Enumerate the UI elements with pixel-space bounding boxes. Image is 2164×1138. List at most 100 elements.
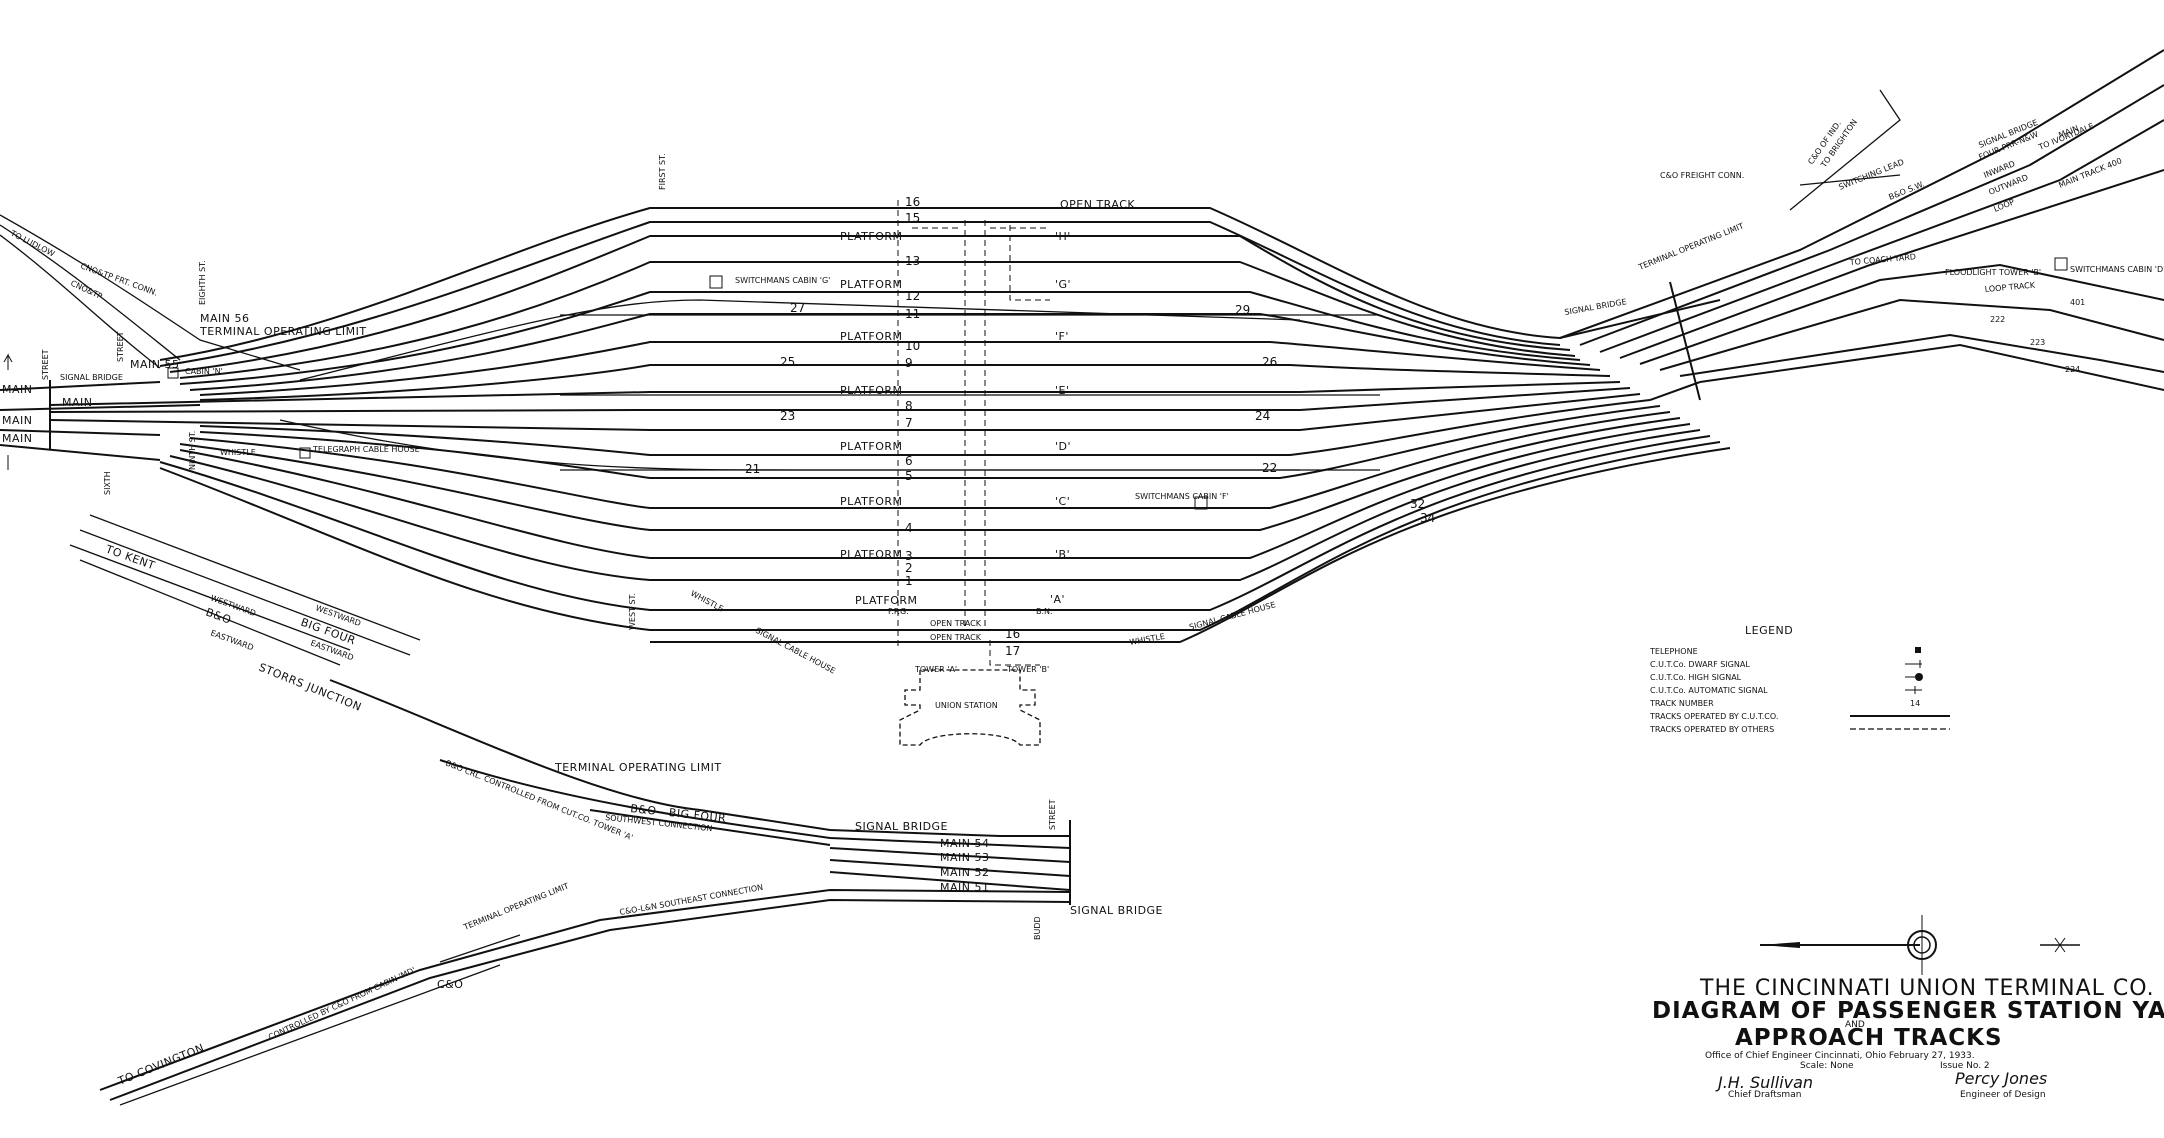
main-label: MAIN 53 — [940, 851, 989, 864]
southeast-labels: TERMINAL OPERATING LIMIT C&O-L&N SOUTHEA… — [115, 881, 763, 1088]
legend-item: C.U.T.Co. AUTOMATIC SIGNAL — [1650, 686, 1768, 695]
operating-limit-label: TERMINAL OPERATING LIMIT — [1636, 221, 1745, 272]
track-number: 22 — [1262, 461, 1277, 475]
company-name: THE CINCINNATI UNION TERMINAL CO. — [1699, 976, 2155, 1001]
platforms-and-concourse — [897, 200, 1050, 746]
legend-value: 14 — [1910, 699, 1920, 708]
cabin-icon — [1194, 496, 1208, 510]
main-label: MAIN 55 — [130, 358, 179, 371]
track-number: 32 — [1410, 497, 1425, 511]
platform-letter: 'E' — [1055, 384, 1070, 397]
track-number: 224 — [2065, 365, 2080, 374]
track-number: 16 — [905, 195, 920, 209]
platform-letter: 'A' — [1050, 593, 1065, 606]
track-number: 6 — [905, 454, 913, 468]
main-label: MAIN 51 — [940, 881, 989, 894]
track-number: 29 — [1235, 303, 1250, 317]
track-number: 222 — [1990, 315, 2005, 324]
track-number: 12 — [905, 289, 920, 303]
east-labels: SIGNAL BRIDGE TERMINAL OPERATING LIMIT C… — [1564, 118, 2164, 374]
track-number: 16 — [1005, 627, 1020, 641]
street-label: WEST ST. — [628, 593, 637, 630]
open-track-label: OPEN TRACK — [930, 633, 982, 642]
route-label: LOOP TRACK — [1984, 281, 2036, 294]
track-number: 15 — [905, 211, 920, 225]
route-label: C&O — [437, 978, 463, 991]
platform-letter: 'G' — [1055, 278, 1071, 291]
track-number: 11 — [905, 307, 920, 321]
cabin-label: CABIN 'N' — [185, 367, 223, 376]
signature-role: Chief Draftsman — [1728, 1090, 1801, 1100]
title-block: THE CINCINNATI UNION TERMINAL CO. DIAGRA… — [1652, 976, 2164, 1100]
title-and: AND — [1845, 1020, 1865, 1030]
platform-letter: 'F' — [1055, 330, 1069, 343]
open-track-label: OPEN TRACK — [930, 619, 982, 628]
legend-item: TRACK NUMBER — [1649, 699, 1714, 708]
track-number: 7 — [905, 416, 913, 430]
legend-item: TELEPHONE — [1649, 647, 1698, 656]
west-approach — [0, 214, 301, 461]
route-label: CNO&TP — [69, 279, 104, 302]
union-station-label: UNION STATION — [935, 701, 998, 710]
cable-house-label: SIGNAL CABLE HOUSE — [754, 626, 837, 676]
signal-icon — [1905, 660, 1922, 668]
cable-house-label: TELEGRAPH CABLE HOUSE — [312, 445, 420, 454]
platform-letter: 'D' — [1055, 440, 1071, 453]
signature: J.H. Sullivan — [1715, 1073, 1813, 1092]
track-number: 8 — [905, 399, 913, 413]
telephone-icon — [1915, 647, 1921, 653]
track-number: 27 — [790, 301, 805, 315]
track-number: 9 — [905, 356, 913, 370]
signature-role: Engineer of Design — [1960, 1090, 2046, 1100]
legend-item: TRACKS OPERATED BY OTHERS — [1649, 725, 1774, 734]
track-number: 13 — [905, 254, 920, 268]
open-track-label: OPEN TRACK — [1060, 198, 1135, 211]
platform-letter: 'H' — [1055, 230, 1071, 243]
cable-house-icon — [299, 447, 311, 459]
route-label: INWARD — [1982, 159, 2016, 180]
signal-bridge-label: SIGNAL BRIDGE — [60, 373, 123, 382]
signal-icon — [1905, 686, 1922, 694]
track-number: 34 — [1420, 511, 1435, 525]
legend-heading: LEGEND — [1745, 624, 1793, 637]
compass-rose-icon — [1760, 915, 2080, 975]
southeast-approach — [99, 888, 1071, 1106]
track-number: 21 — [745, 462, 760, 476]
main-label: MAIN — [62, 396, 93, 409]
track-number: 10 — [905, 339, 920, 353]
main-label: MAIN 52 — [940, 866, 989, 879]
operating-limit-label: TERMINAL OPERATING LIMIT — [199, 325, 367, 338]
tower-label: TOWER 'A' — [914, 665, 957, 674]
main-label: MAIN 54 — [940, 837, 989, 850]
platform-letter: 'C' — [1055, 495, 1070, 508]
legend-item: C.U.T.Co. DWARF SIGNAL — [1650, 660, 1750, 669]
track-number: 26 — [1262, 355, 1277, 369]
route-label: C&O FREIGHT CONN. — [1660, 171, 1744, 180]
platform-label: PLATFORM — [840, 278, 903, 291]
track-number: 25 — [780, 355, 795, 369]
platform-label: PLATFORM — [840, 230, 903, 243]
track-number: 223 — [2030, 338, 2045, 347]
east-approach — [1559, 49, 2164, 401]
signal-icon — [1915, 673, 1923, 681]
track-numbers: 16 15 13 12 11 10 9 8 7 6 5 4 3 2 1 27 2… — [745, 195, 1435, 658]
southwest-approach — [69, 514, 1071, 905]
track-number: 4 — [905, 521, 913, 535]
cable-house-label: SIGNAL CABLE HOUSE — [1188, 600, 1276, 632]
signal-bridge-label: SIGNAL BRIDGE — [1070, 904, 1163, 917]
street-label: NINTH ST. — [188, 431, 197, 470]
fpg-label: F.P.G. — [888, 607, 909, 616]
switchmans-cabin-label: SWITCHMANS CABIN 'D' — [2070, 265, 2164, 274]
main-label: MAIN 56 — [200, 312, 249, 325]
platform-letter: 'B' — [1055, 548, 1070, 561]
operating-limit-label: TERMINAL OPERATING LIMIT — [554, 761, 722, 774]
issue-line: Issue No. 2 — [1940, 1061, 1990, 1071]
bn-label: B.N. — [1036, 607, 1053, 616]
track-number: 3 — [905, 549, 913, 563]
operating-limit-label: TERMINAL OPERATING LIMIT — [461, 881, 570, 932]
north-arrow-icon — [3, 353, 13, 370]
street-label: EIGHTH ST. — [198, 260, 207, 305]
whistle-label: WHISTLE — [220, 448, 256, 457]
signal-bridge-label: SIGNAL BRIDGE — [855, 820, 948, 833]
street-label: STREET — [116, 331, 125, 362]
